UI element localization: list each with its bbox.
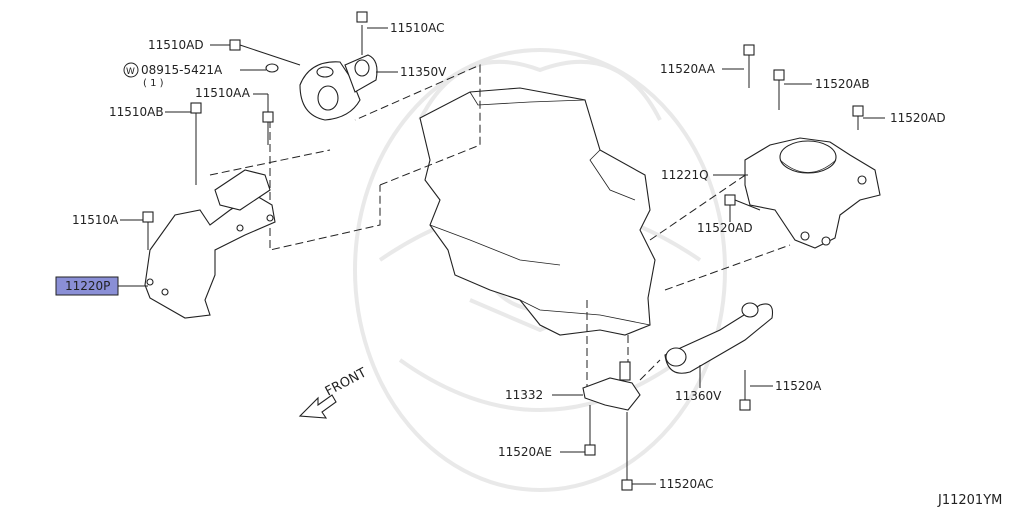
label-11520AB[interactable]: 11520AB	[815, 77, 870, 91]
label-11520AE[interactable]: 11520AE	[498, 445, 552, 459]
label-11510AD[interactable]: 11510AD	[148, 38, 204, 52]
label-11350V[interactable]: 11350V	[400, 65, 447, 79]
label-11220P[interactable]: 11220P	[65, 279, 110, 293]
label-08915-qty: ( 1 )	[143, 78, 164, 89]
torque-rod-upper	[229, 11, 378, 121]
label-11510AB[interactable]: 11510AB	[109, 105, 164, 119]
label-08915-5421A[interactable]: 08915-5421A	[141, 63, 223, 77]
label-11520AC[interactable]: 11520AC	[659, 477, 714, 491]
label-11332[interactable]: 11332	[505, 388, 543, 402]
label-11520A[interactable]: 11520A	[775, 379, 822, 393]
label-11520AA[interactable]: 11520AA	[660, 62, 716, 76]
label-11520AD-low[interactable]: 11520AD	[697, 221, 753, 235]
label-washer-prefix: W	[126, 67, 135, 77]
engine-block	[419, 87, 656, 336]
label-11520AD-top[interactable]: 11520AD	[890, 111, 946, 125]
highlight-11220P	[55, 276, 119, 296]
label-front: FRONT	[323, 365, 369, 399]
label-11510A[interactable]: 11510A	[72, 213, 119, 227]
front-arrow	[298, 394, 337, 419]
left-mount-bracket	[142, 102, 276, 319]
label-11510AA[interactable]: 11510AA	[195, 86, 251, 100]
label-11360V[interactable]: 11360V	[675, 389, 722, 403]
label-11510AC[interactable]: 11510AC	[390, 21, 445, 35]
washer-callout: W	[123, 62, 139, 78]
diagram-code: J11201YM	[937, 493, 1002, 508]
torque-rod-lower	[582, 302, 774, 491]
assembly-guides	[209, 64, 791, 390]
label-11221Q[interactable]: 11221Q	[661, 168, 709, 182]
leader-lines	[118, 27, 885, 485]
right-mount-insulator	[724, 44, 881, 249]
